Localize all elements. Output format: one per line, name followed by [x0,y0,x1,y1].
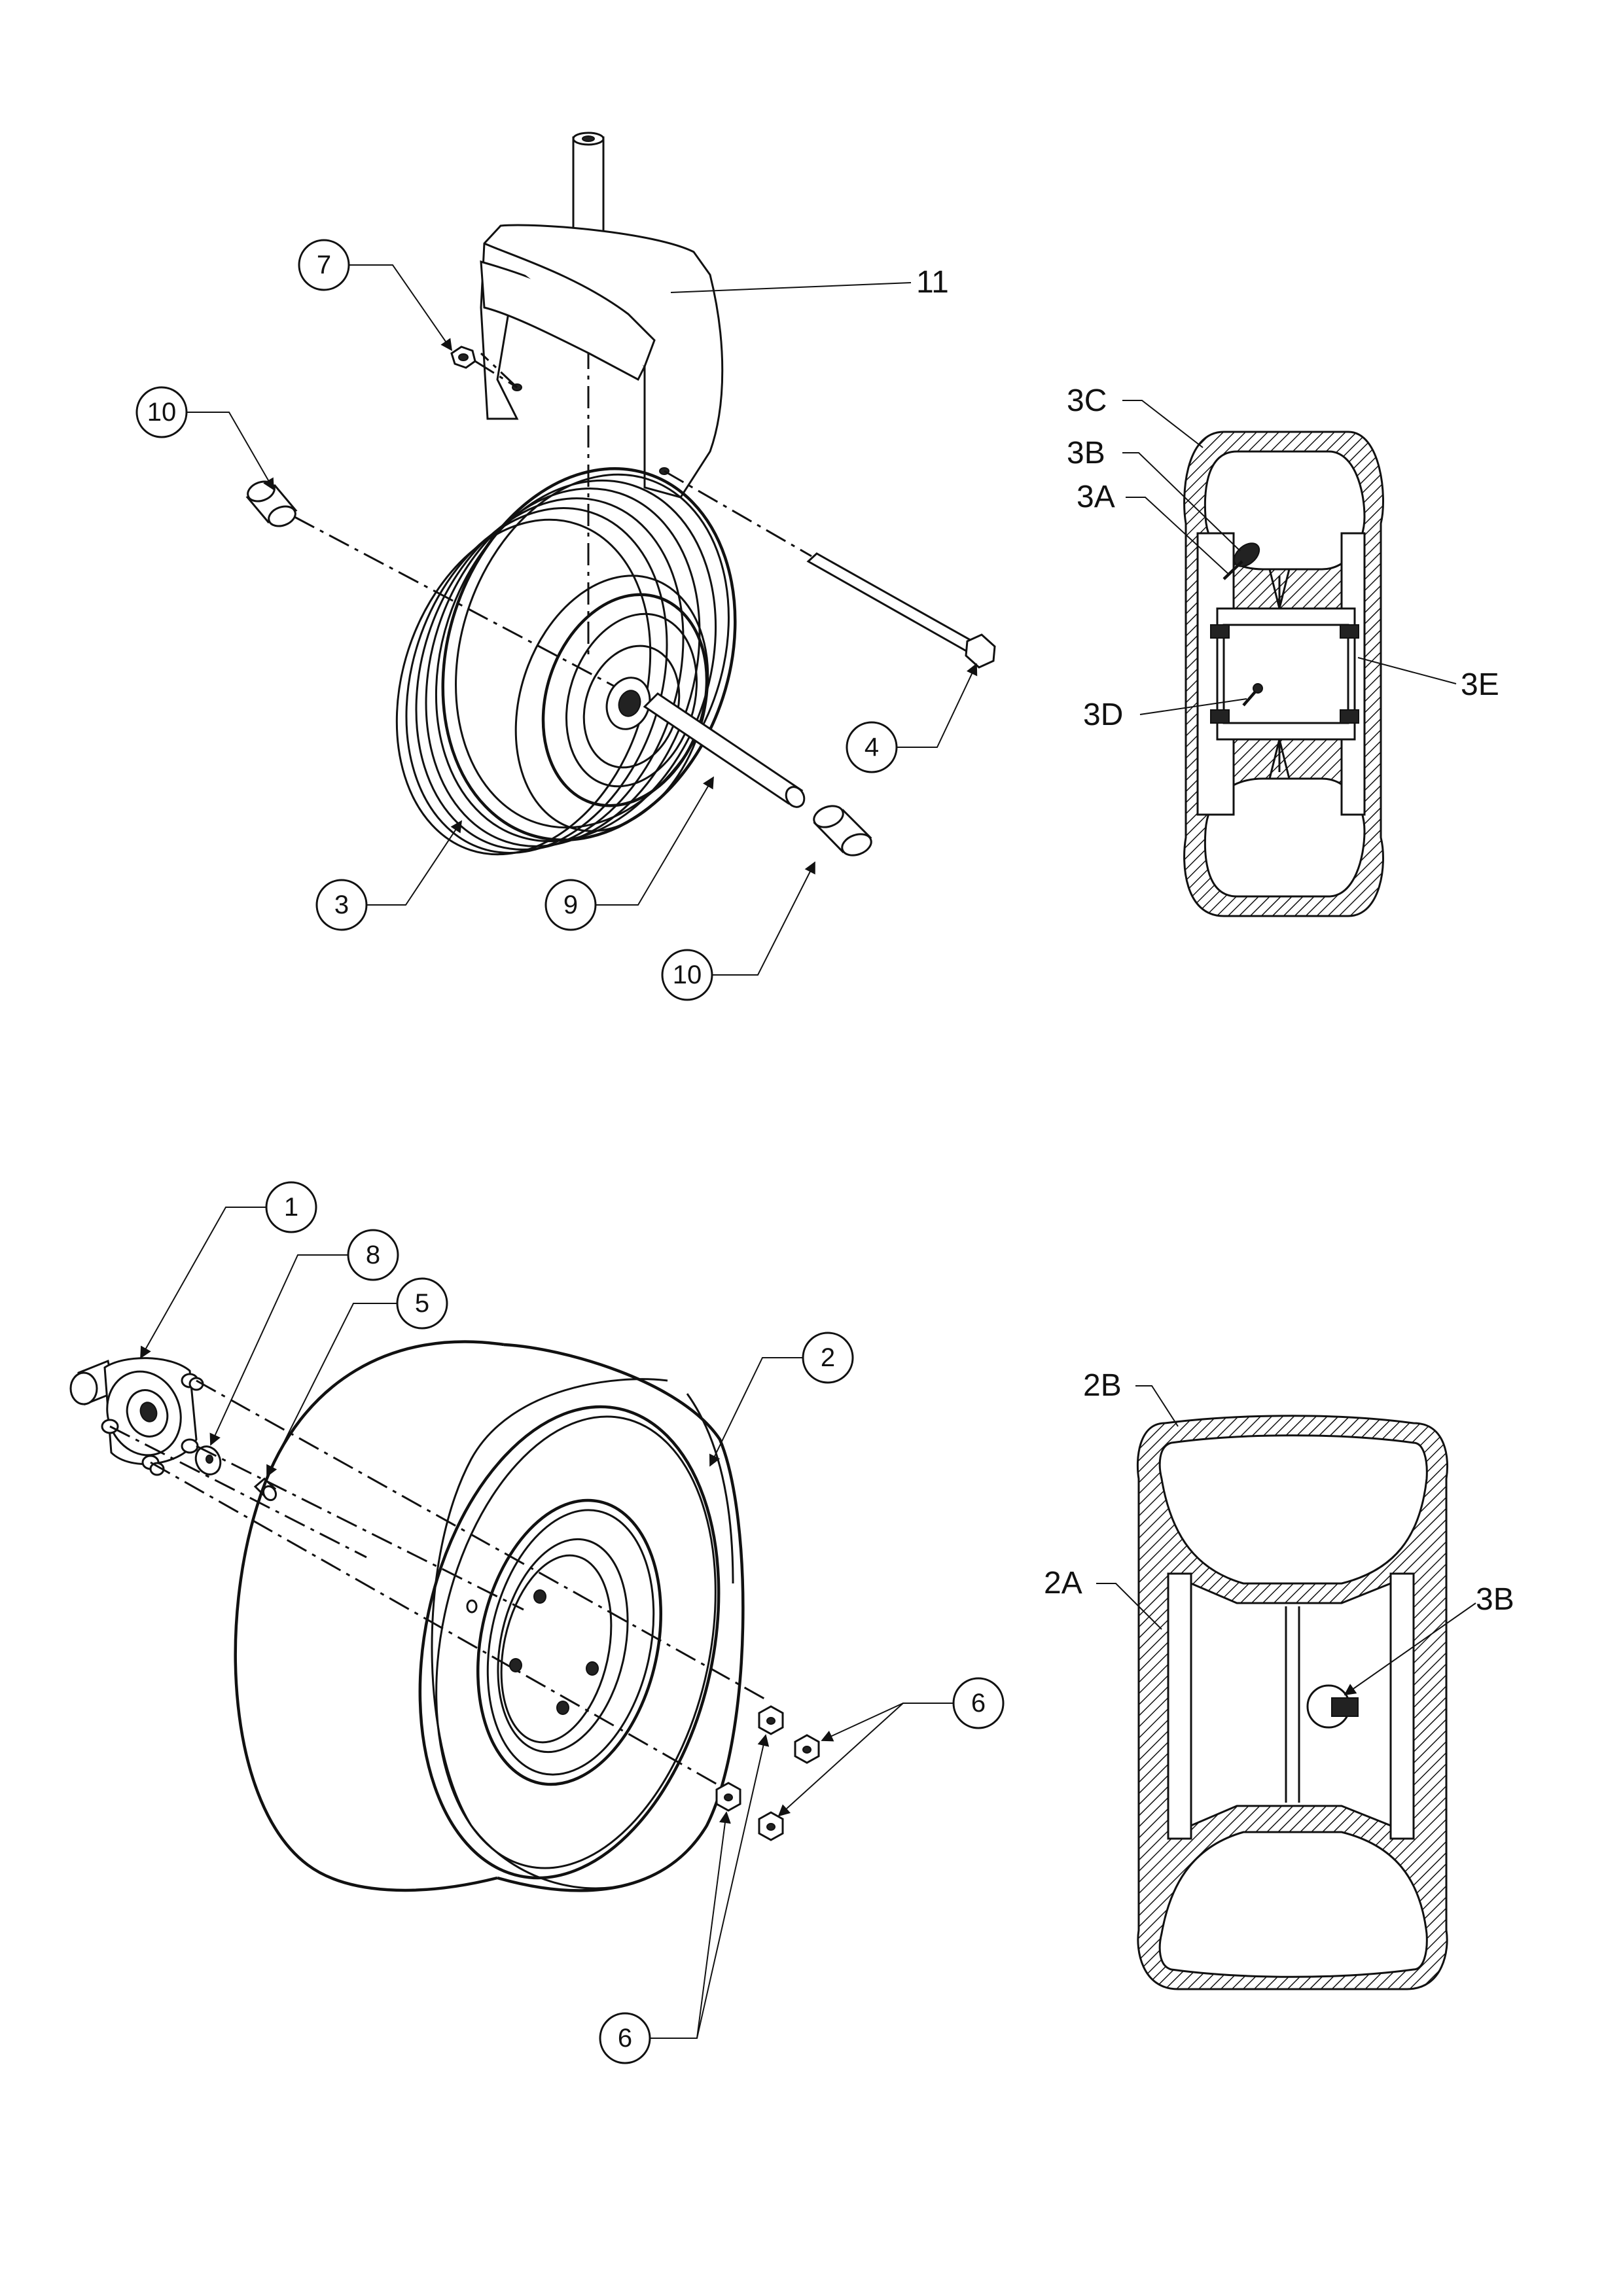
callout-4-number: 4 [865,733,879,762]
callout-5-number: 5 [415,1289,429,1318]
label-3e-text: 3E [1461,667,1499,702]
label-3c: 3C [1067,383,1204,448]
spacer-10-right [813,805,872,857]
callout-10-left-number: 10 [147,398,177,427]
callout-8: 8 [209,1229,399,1446]
label-3a: 3A [1077,480,1230,575]
caster-fork [480,224,812,557]
drive-wheel-section [1136,1415,1449,1990]
label-2a: 2A [1044,1566,1162,1630]
callout-6-lower: 6 [599,1734,770,2064]
callout-9-number: 9 [563,891,578,919]
callout-1-number: 1 [284,1193,298,1222]
drive-wheel-assembly [69,1340,820,1892]
callout-2-number: 2 [821,1343,835,1372]
label-2b-text: 2B [1083,1368,1122,1403]
drive-tire-2 [234,1340,745,1892]
callout-6-lower-number: 6 [618,2024,632,2053]
callout-11: 11 [670,265,949,300]
callout-4: 4 [846,663,978,773]
callout-10-right-number: 10 [673,961,702,989]
label-3b-valve: 3B [1344,1582,1514,1696]
label-2b: 2B [1083,1368,1179,1427]
caster-tire-3 [395,467,737,856]
callout-3: 3 [315,820,462,931]
label-3d: 3D [1083,698,1247,732]
wheel-hub-1 [69,1357,204,1476]
label-2a-text: 2A [1044,1566,1082,1600]
label-3a-text: 3A [1077,480,1115,514]
label-3b-valve-text: 3B [1476,1582,1514,1617]
callout-5: 5 [266,1277,448,1477]
nut-7 [450,345,518,389]
callout-8-number: 8 [366,1241,380,1269]
callout-1: 1 [140,1181,317,1359]
callout-6-upper: 6 [777,1677,1005,1817]
callout-10-right: 10 [661,861,815,1001]
label-3c-text: 3C [1067,383,1107,418]
callout-6-upper-number: 6 [971,1689,986,1718]
label-3d-text: 3D [1083,698,1123,732]
axle-bolt-4 [806,552,996,669]
label-3b: 3B [1067,436,1241,552]
axle-9 [643,692,806,808]
label-3b-text: 3B [1067,436,1105,470]
caster-assembly [245,132,996,857]
callout-2: 2 [709,1332,854,1467]
washer-8 [194,1445,222,1475]
callout-7: 7 [298,239,453,351]
caster-wheel-section [1183,431,1384,917]
callout-11-number: 11 [916,265,949,300]
lug-nuts-6 [715,1705,820,1841]
caster-spindle [572,132,605,661]
callout-3-number: 3 [334,891,349,919]
label-3e: 3E [1357,657,1499,702]
callout-9: 9 [544,776,714,931]
spacer-10-left [245,480,629,695]
callout-7-number: 7 [317,251,331,279]
callout-10-left: 10 [135,386,274,491]
